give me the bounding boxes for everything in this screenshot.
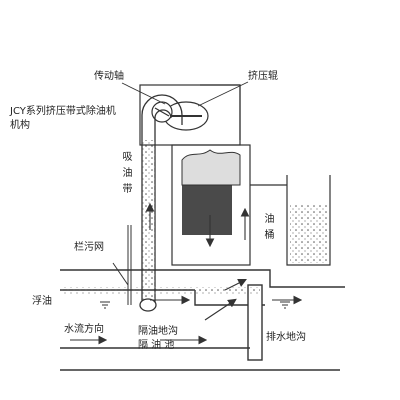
suction-belt	[139, 94, 183, 312]
arrow-icon	[70, 202, 303, 345]
roller-assembly	[151, 101, 209, 131]
leader-lines	[121, 81, 249, 107]
collection-chamber	[181, 149, 241, 235]
water-level-icon	[100, 301, 290, 309]
oil-drum	[250, 175, 331, 266]
flow-direction-label: 水流方向	[64, 324, 104, 335]
trash-screen	[112, 225, 132, 305]
suction-belt-label: 吸油带	[122, 152, 133, 195]
mechanism-title-2: 机构	[10, 120, 30, 131]
separation-trench-label: 隔油地沟	[138, 326, 178, 337]
squeeze-roller-label: 挤压辊	[248, 71, 278, 82]
floating-oil-label: 浮油	[32, 296, 52, 307]
mechanism-title-1: JCY系列挤压带式除油机	[10, 106, 116, 117]
oil-drum-label: 油桶	[264, 214, 275, 241]
trash-screen-label: 栏污网	[74, 242, 104, 253]
tank-walls	[60, 269, 345, 371]
machine-housing	[139, 84, 251, 266]
drain-trench-label: 排水地沟	[266, 332, 306, 343]
drive-shaft-label: 传动轴	[94, 71, 124, 82]
separation-tank-label: 隔 油 池	[138, 340, 175, 351]
floating-oil-layer	[60, 287, 260, 295]
